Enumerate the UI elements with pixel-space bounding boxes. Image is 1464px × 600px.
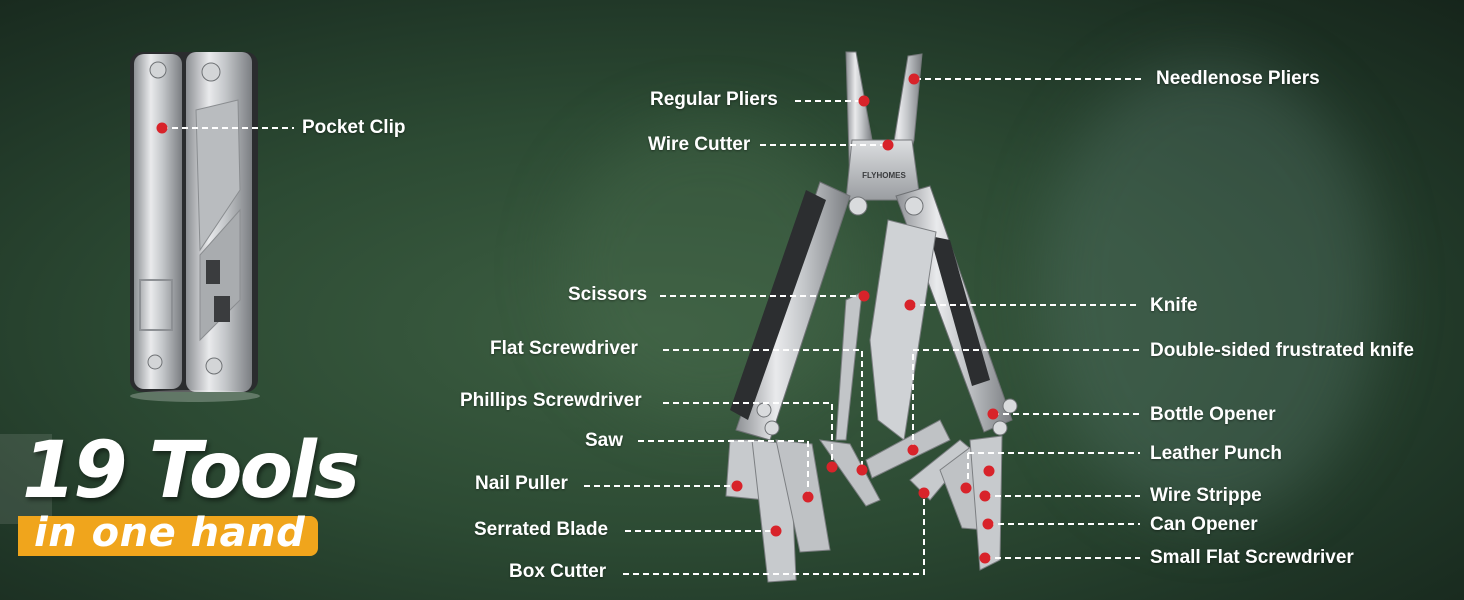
marker-scissors bbox=[858, 290, 870, 302]
marker-nail-puller bbox=[731, 480, 743, 492]
label-wire-stripper: Wire Strippe bbox=[1150, 485, 1262, 506]
label-can-opener: Can Opener bbox=[1150, 514, 1258, 535]
marker-regular-pliers bbox=[858, 95, 870, 107]
label-double-sided-knife: Double-sided frustrated knife bbox=[1150, 340, 1414, 361]
label-regular-pliers: Regular Pliers bbox=[650, 89, 778, 110]
headline-subtitle: in one hand bbox=[34, 510, 306, 556]
label-pocket-clip: Pocket Clip bbox=[302, 117, 406, 138]
label-wire-cutter: Wire Cutter bbox=[648, 134, 751, 155]
marker-small-flat-screwdriver bbox=[979, 552, 991, 564]
marker-can-opener bbox=[982, 518, 994, 530]
marker-double-sided-knife bbox=[907, 444, 919, 456]
open-multitool bbox=[725, 51, 1018, 583]
marker-flat-screwdriver bbox=[856, 464, 868, 476]
label-knife: Knife bbox=[1150, 295, 1198, 316]
marker-extra bbox=[960, 482, 972, 494]
label-box-cutter: Box Cutter bbox=[509, 561, 607, 582]
marker-saw bbox=[802, 491, 814, 503]
subtitle-banner bbox=[18, 516, 318, 556]
marker-dots bbox=[156, 73, 999, 564]
brand-logo: FLYHOMES bbox=[862, 171, 906, 180]
background-blur bbox=[1040, 60, 1380, 520]
label-small-flat-screwdriver: Small Flat Screwdriver bbox=[1150, 547, 1354, 568]
label-serrated-blade: Serrated Blade bbox=[474, 519, 609, 540]
leader-lines bbox=[162, 78, 1145, 575]
marker-needlenose-pliers bbox=[908, 73, 920, 85]
label-saw: Saw bbox=[585, 430, 624, 451]
headline-accent-stripe bbox=[0, 434, 52, 524]
marker-phillips-screwdriver bbox=[826, 461, 838, 473]
marker-wire-stripper bbox=[979, 490, 991, 502]
label-scissors: Scissors bbox=[568, 284, 648, 305]
marker-leather-punch bbox=[983, 465, 995, 477]
label-nail-puller: Nail Puller bbox=[475, 473, 568, 494]
marker-wire-cutter bbox=[882, 139, 894, 151]
marker-box-cutter bbox=[918, 487, 930, 499]
closed-multitool bbox=[130, 52, 260, 402]
label-phillips-screwdriver: Phillips Screwdriver bbox=[460, 390, 642, 411]
label-leather-punch: Leather Punch bbox=[1150, 443, 1282, 464]
marker-bottle-opener bbox=[987, 408, 999, 420]
headline-title: 19 Tools bbox=[22, 426, 360, 516]
marker-pocket-clip bbox=[156, 122, 168, 134]
label-needlenose-pliers: Needlenose Pliers bbox=[1156, 68, 1320, 89]
label-flat-screwdriver: Flat Screwdriver bbox=[490, 338, 638, 359]
marker-serrated-blade bbox=[770, 525, 782, 537]
marker-knife bbox=[904, 299, 916, 311]
label-bottle-opener: Bottle Opener bbox=[1150, 404, 1276, 425]
